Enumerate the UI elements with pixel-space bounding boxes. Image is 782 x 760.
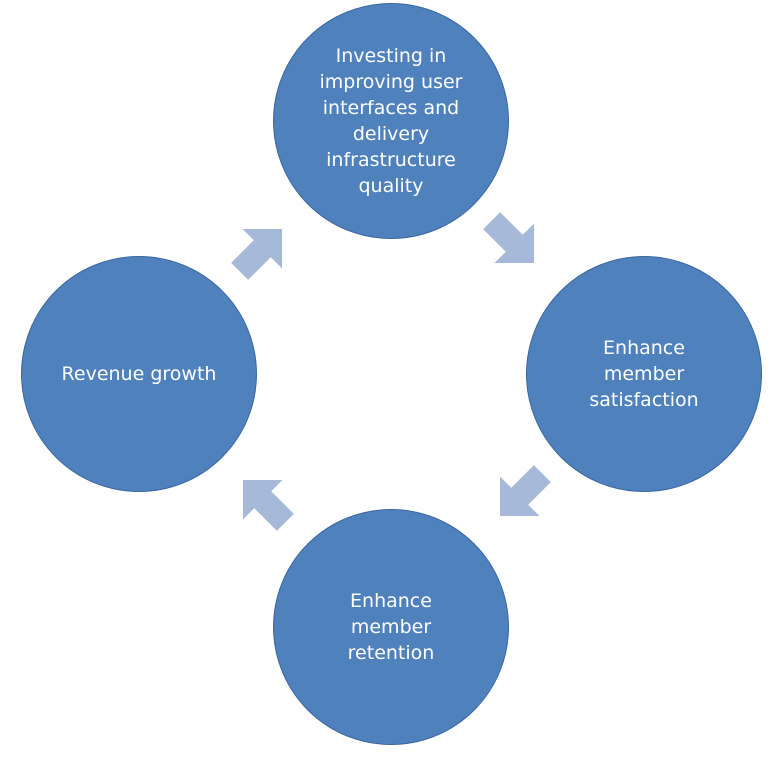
arrow-shape — [499, 465, 551, 517]
arrow-shape — [242, 479, 294, 531]
arrow-left-down-icon — [499, 465, 551, 517]
node-label: Enhance member retention — [347, 590, 435, 664]
node-label: Revenue growth — [61, 363, 217, 385]
arrow-right-up-icon — [231, 228, 283, 280]
arrow-left-up-icon — [242, 479, 294, 531]
node-enhance-satisfaction: Enhance member satisfaction — [526, 256, 762, 492]
arrow-shape — [231, 228, 283, 280]
node-label: Investing in improving user interfaces a… — [319, 45, 463, 197]
arrow-shape — [483, 212, 535, 264]
node-investing: Investing in improving user interfaces a… — [273, 3, 509, 239]
arrow-right-down-icon — [483, 212, 535, 264]
node-enhance-retention: Enhance member retention — [273, 509, 509, 745]
node-revenue-growth: Revenue growth — [21, 256, 257, 492]
node-label: Enhance member satisfaction — [589, 337, 699, 411]
